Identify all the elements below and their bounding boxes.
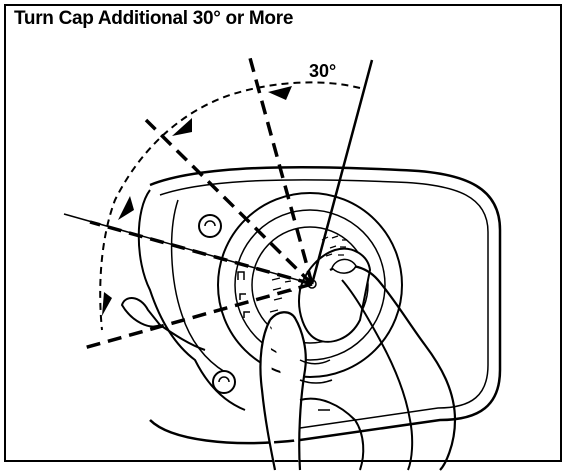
rotation-arrow-1	[268, 86, 292, 100]
cap-ratchet-teeth	[237, 271, 250, 318]
rotation-arrow-4	[102, 292, 112, 316]
hand-index-finger	[329, 264, 457, 471]
dashed-start-line	[248, 57, 314, 285]
hand-knuckle-lines	[299, 359, 333, 411]
rotation-arrow-3	[118, 196, 134, 220]
tether-strap	[159, 324, 206, 351]
rotation-arc	[99, 81, 361, 331]
solid-final-position-line	[310, 59, 374, 285]
filler-neck-flange	[137, 189, 246, 411]
tether-slot	[120, 297, 162, 328]
rotation-arrow-2	[172, 118, 192, 136]
cap-outer-ring	[217, 192, 403, 378]
filler-door-inner-outline	[159, 179, 489, 429]
hand-palm-edge	[299, 397, 365, 471]
hand-thumb	[259, 311, 307, 471]
diagram-title: Turn Cap Additional 30° or More	[14, 8, 294, 29]
dashed-line-4	[83, 282, 313, 350]
hand-finger-inner	[341, 279, 414, 471]
angle-label: 30°	[309, 61, 336, 81]
dashed-line-2	[144, 118, 314, 286]
flange-edge	[170, 199, 226, 373]
cap-middle-ring	[234, 209, 386, 361]
mounting-screw-top	[198, 214, 222, 238]
cap-grip-tab	[298, 247, 372, 343]
mounting-screw-bottom	[212, 370, 236, 394]
thin-reference-line	[63, 213, 313, 285]
hand-fingernail	[331, 258, 357, 274]
